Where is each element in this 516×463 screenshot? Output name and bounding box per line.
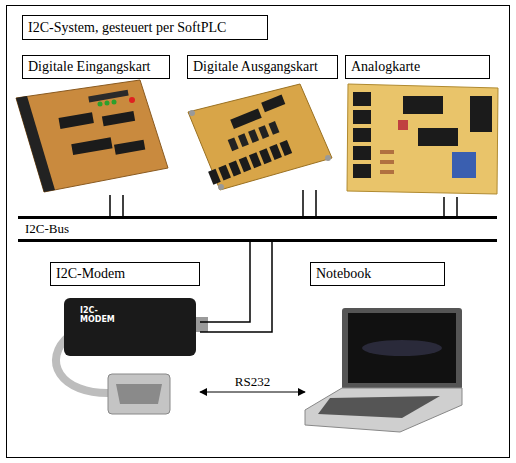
title-box: I2C-System, gesteuert per SoftPLC	[22, 15, 268, 40]
input-card-photo	[56, 88, 146, 163]
analog-card-photo	[347, 84, 498, 194]
output-card-photo	[192, 95, 304, 185]
analog-card-photo	[403, 96, 443, 114]
notebook-photo	[305, 308, 462, 432]
bus-wire	[200, 242, 272, 332]
analog-card-photo	[398, 120, 408, 130]
analog-card-photo	[418, 128, 458, 146]
input-card-photo	[16, 80, 168, 192]
input-card-photo	[105, 101, 110, 106]
output-card-photo	[325, 155, 331, 161]
output-card-photo	[218, 184, 224, 190]
input-card-photo	[112, 100, 117, 105]
component-box: Digitale Eingangskart	[12, 55, 172, 195]
output-card-photo	[249, 152, 262, 168]
analog-card-photo	[353, 146, 371, 160]
modem-photo	[64, 298, 196, 356]
analog-card-photo	[452, 152, 476, 178]
output-card-photo	[189, 110, 195, 116]
modem-photo	[108, 374, 170, 414]
input-card-photo	[88, 90, 128, 103]
analog-card-photo	[353, 164, 371, 178]
analog-card-photo	[380, 160, 394, 164]
output-card-photo	[258, 125, 269, 139]
output-card-photo	[248, 129, 259, 143]
bus-wire	[456, 197, 458, 216]
output-card-photo	[269, 144, 282, 160]
input-card-photo	[102, 111, 135, 126]
output-card-photo	[268, 121, 279, 135]
bus-label: I2C-Bus	[25, 222, 69, 236]
output-card-photo	[188, 84, 332, 190]
modem-photo	[196, 317, 208, 332]
device-label: I2C- MODEM	[80, 306, 114, 324]
analog-card-photo	[380, 170, 394, 174]
notebook-photo	[318, 396, 440, 418]
component-box: I2C-Modem	[50, 262, 200, 432]
output-card-photo	[218, 165, 231, 181]
notebook-photo	[305, 388, 462, 432]
output-card-photo	[228, 137, 239, 151]
input-card-photo	[16, 80, 168, 192]
input-card-photo	[98, 102, 103, 107]
component-box: Digitale Ausgangskart	[185, 55, 340, 190]
output-card-photo	[229, 161, 242, 177]
bus-wire	[302, 190, 304, 216]
bus-wire	[200, 242, 250, 322]
analog-card-photo	[470, 96, 492, 132]
bus-band: I2C-Bus	[18, 216, 497, 242]
label-box: I2C-Modem	[50, 262, 200, 286]
output-card-photo	[208, 169, 221, 185]
modem-photo	[116, 384, 162, 404]
modem-photo	[56, 298, 208, 414]
output-card-photo	[188, 84, 332, 190]
serial-link	[200, 392, 305, 393]
label-box: Digitale Ausgangskart	[187, 55, 338, 79]
bus-wire	[109, 195, 111, 216]
output-card-photo	[238, 133, 249, 147]
analog-card-photo	[347, 84, 498, 194]
edge-label: RS232	[235, 375, 270, 389]
analog-card-photo	[353, 128, 371, 142]
bus-wire	[122, 195, 124, 216]
input-card-photo	[59, 112, 94, 129]
notebook-photo	[342, 308, 462, 390]
input-card-photo	[71, 137, 112, 155]
component-box: Analogkarte	[343, 55, 500, 197]
bus-wire	[443, 197, 445, 216]
label-box: Digitale Eingangskart	[22, 55, 170, 79]
input-card-photo	[16, 96, 55, 192]
notebook-photo	[362, 340, 442, 356]
component-box: Notebook	[305, 262, 460, 432]
output-card-photo	[230, 108, 262, 129]
bus-wire	[315, 190, 317, 216]
input-card-photo	[114, 140, 145, 155]
notebook-photo	[348, 313, 456, 383]
output-card-photo	[259, 148, 272, 164]
output-card-photo	[239, 156, 252, 172]
analog-card-photo	[353, 92, 371, 106]
input-card-photo	[129, 97, 135, 103]
label-box: Notebook	[310, 262, 445, 286]
label-box: Analogkarte	[345, 55, 490, 79]
output-card-photo	[280, 140, 293, 156]
outer-frame	[7, 6, 510, 458]
output-card-photo	[261, 95, 285, 113]
analog-card-photo	[380, 150, 394, 154]
analog-card-photo	[353, 110, 371, 124]
